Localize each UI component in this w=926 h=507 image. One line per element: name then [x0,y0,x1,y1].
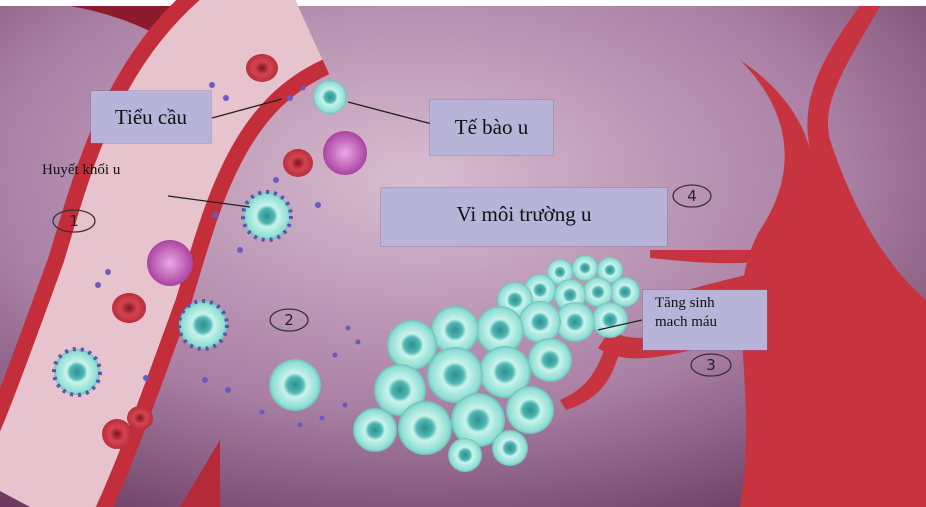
label-tumor-thrombus-text: Huyết khối u [42,162,120,178]
label-platelet-text: Tiểu cầu [115,105,187,129]
marker-1-text: 1 [69,212,79,230]
label-microenvironment: Vi môi trường u [381,188,667,246]
marker-4-text: 4 [687,187,697,205]
label-tumor-cell: Tế bào u [430,100,553,155]
label-angiogenesis-line1: Tăng sinh [655,294,767,313]
label-angiogenesis: Tăng sinh mach máu [643,290,767,350]
label-angiogenesis-line2: mach máu [655,313,767,332]
label-platelet: Tiểu cầu [91,91,211,143]
label-microenvironment-text: Vi môi trường u [457,202,592,226]
label-tumor-cell-text: Tế bào u [455,115,528,139]
marker-3-text: 3 [706,356,716,374]
marker-2-text: 2 [284,311,294,329]
label-tumor-thrombus: Huyết khối u [42,162,120,179]
top-border [0,0,926,6]
